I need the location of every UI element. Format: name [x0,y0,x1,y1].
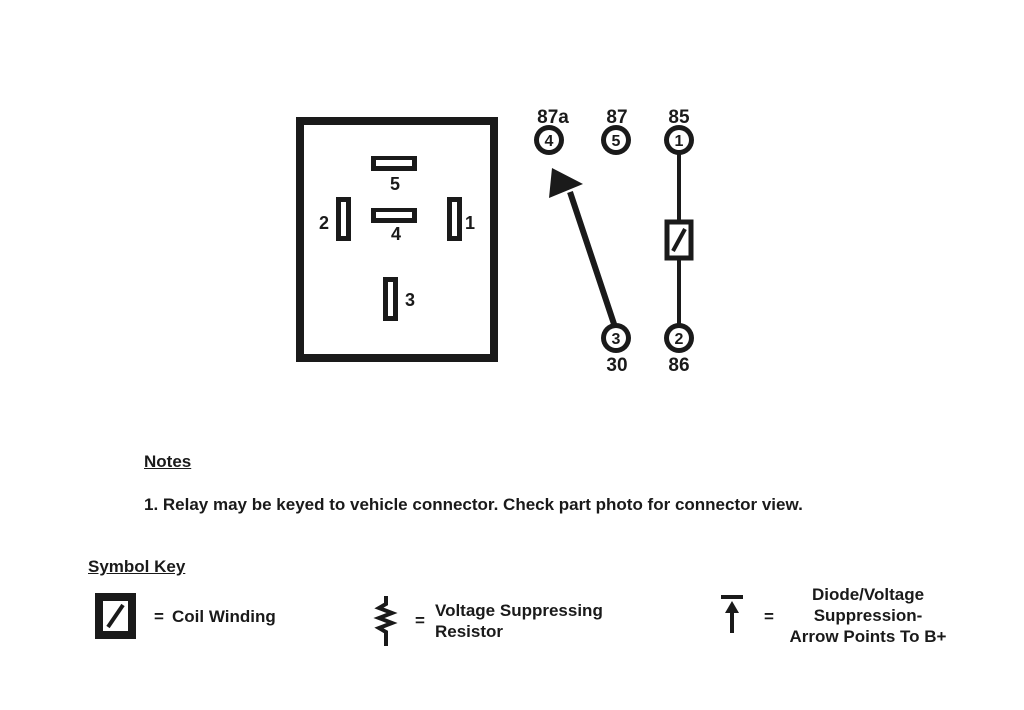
diode-key-arrowhead [725,601,739,613]
connector-outline [296,117,498,362]
pin-label-5: 5 [390,174,400,194]
terminal-circle-1-inner [669,130,689,150]
pin-label-2: 2 [319,213,329,233]
terminal-pin-3: 3 [612,331,621,348]
diode-key-line3: Arrow Points To B+ [789,627,947,646]
terminal-circle-2-inner [669,328,689,348]
pin-label-3: 3 [405,290,415,310]
terminal-pin-5: 5 [612,133,621,150]
terminal-name-87a: 87a [537,107,569,128]
blade-2-slot [341,202,346,236]
resistor-key-line2: Resistor [435,622,504,641]
resistor-key-line1: Voltage Suppressing [435,601,603,620]
note-item-1: 1. Relay may be keyed to vehicle connect… [144,495,803,514]
terminal-circle-3-inner [606,328,626,348]
terminal-name-87: 87 [606,107,627,128]
blade-4-slot [376,212,412,218]
symbol-key-heading: Symbol Key [88,557,186,576]
terminal-circle-5-inner [606,130,626,150]
terminal-name-30: 30 [606,355,627,376]
pin-label-4: 4 [391,224,401,244]
blade-5-slot [376,160,412,166]
terminal-name-85: 85 [668,107,690,128]
diode-key-line2: Suppression- [813,606,923,625]
coil-key-icon-slash [106,603,125,629]
coil-slash [671,228,687,252]
resistor-key-icon [373,596,398,646]
terminal-pin-4: 4 [545,133,554,150]
blade-3-slot [388,282,393,316]
terminal-circle-4-inner [539,130,559,150]
switch-arm [567,191,619,331]
diode-key-line1: Diode/Voltage [811,585,925,604]
terminal-pin-1: 1 [675,133,684,150]
diode-key-eq: = [764,607,774,626]
blade-1-slot [452,202,457,236]
terminal-name-86: 86 [668,355,689,376]
switch-arrowhead [549,168,583,198]
pin-label-1: 1 [465,213,475,233]
coil-key-label: Coil Winding [172,607,276,626]
resistor-key-eq: = [415,611,425,630]
notes-heading: Notes [144,452,192,471]
terminal-pin-2: 2 [675,331,684,348]
coil-key-eq: = [154,607,164,626]
